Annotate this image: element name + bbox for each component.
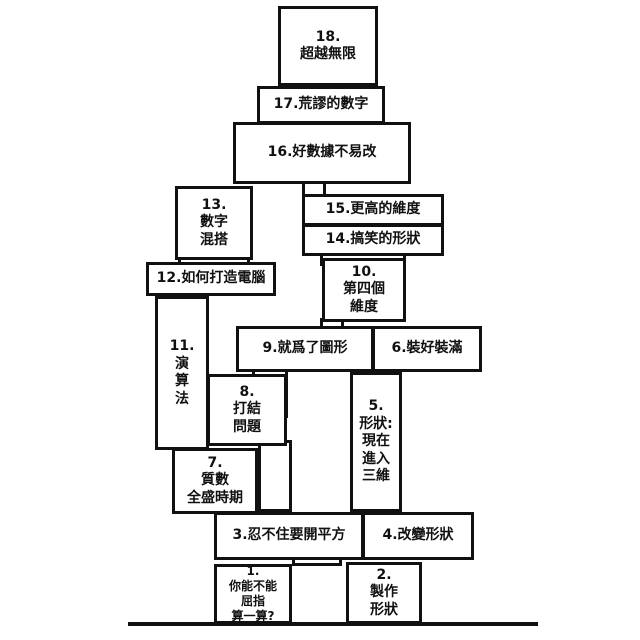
block-7-line-1: 7. <box>207 454 223 471</box>
block-18: 18. 超越無限 <box>278 6 378 86</box>
block-4: 4.改變形狀 <box>362 512 474 560</box>
block-14: 14.搞笑的形狀 <box>302 224 444 256</box>
block-9: 9.就爲了圖形 <box>236 326 374 372</box>
block-18-line-1: 18. <box>315 28 341 45</box>
block-10-line-1: 10. <box>351 263 377 280</box>
block-11-line-3: 算 <box>175 373 189 389</box>
block-5-line-2: 形狀: <box>359 415 393 432</box>
block-5-line-5: 三維 <box>362 468 390 485</box>
block-8-line-3: 問題 <box>233 418 261 435</box>
block-15-line-1: 15.更高的維度 <box>325 201 421 218</box>
block-15: 15.更高的維度 <box>302 194 444 226</box>
block-3: 3.忍不住要開平方 <box>214 512 364 560</box>
block-13-line-3: 混搭 <box>200 231 228 248</box>
block-4-line-1: 4.改變形狀 <box>382 527 454 544</box>
block-2-line-3: 形狀 <box>370 601 398 618</box>
block-1-line-2: 你能不能 <box>228 579 277 593</box>
block-11-line-2: 演 <box>175 355 189 372</box>
block-8: 8. 打結 問題 <box>207 374 287 446</box>
block-13-line-2: 數字 <box>200 214 228 231</box>
block-3-line-1: 3.忍不住要開平方 <box>232 527 346 544</box>
block-2: 2. 製作 形狀 <box>346 562 422 624</box>
block-7: 7. 質數 全盛時期 <box>172 448 258 514</box>
block-11: 11. 演 算 法 <box>155 296 209 450</box>
block-5-line-1: 5. <box>368 398 384 415</box>
block-13: 13. 數字 混搭 <box>175 186 253 260</box>
block-16-line-1: 16.好數據不易改 <box>267 144 377 161</box>
ground-line <box>128 622 538 626</box>
block-5: 5. 形狀: 現在 進入 三維 <box>350 372 402 512</box>
block-17: 17.荒謬的數字 <box>257 86 385 124</box>
block-7-line-3: 全盛時期 <box>187 489 243 506</box>
block-13-line-1: 13. <box>201 196 227 213</box>
block-6-line-1: 6.裝好裝滿 <box>391 340 463 357</box>
block-7-line-2: 質數 <box>201 472 229 489</box>
block-12-line-1: 12.如何打造電腦 <box>156 270 266 287</box>
block-16: 16.好數據不易改 <box>233 122 411 184</box>
block-1-line-3: 屈指 <box>240 594 265 608</box>
block-1: 1. 你能不能 屈指 算一算? <box>214 564 292 624</box>
block-5-line-3: 現在 <box>362 433 390 450</box>
block-1-line-1: 1. <box>246 564 260 578</box>
block-2-line-1: 2. <box>376 566 392 583</box>
block-2-line-2: 製作 <box>370 584 398 601</box>
block-6: 6.裝好裝滿 <box>372 326 482 372</box>
block-17-line-1: 17.荒謬的數字 <box>273 96 369 113</box>
block-8-line-2: 打結 <box>233 401 261 418</box>
block-8-line-1: 8. <box>239 383 255 400</box>
block-10: 10. 第四個 維度 <box>322 258 406 322</box>
block-11-line-1: 11. <box>169 338 195 354</box>
block-10-line-3: 維度 <box>350 298 378 315</box>
block-10-line-2: 第四個 <box>343 281 385 298</box>
pillar-under-7 <box>258 440 292 512</box>
block-12: 12.如何打造電腦 <box>146 262 276 296</box>
block-1-line-4: 算一算? <box>231 609 275 623</box>
block-11-line-4: 法 <box>175 390 189 407</box>
block-5-line-4: 進入 <box>362 450 390 467</box>
block-9-line-1: 9.就爲了圖形 <box>262 340 348 357</box>
block-14-line-1: 14.搞笑的形狀 <box>325 231 421 248</box>
block-18-line-2: 超越無限 <box>300 46 356 62</box>
